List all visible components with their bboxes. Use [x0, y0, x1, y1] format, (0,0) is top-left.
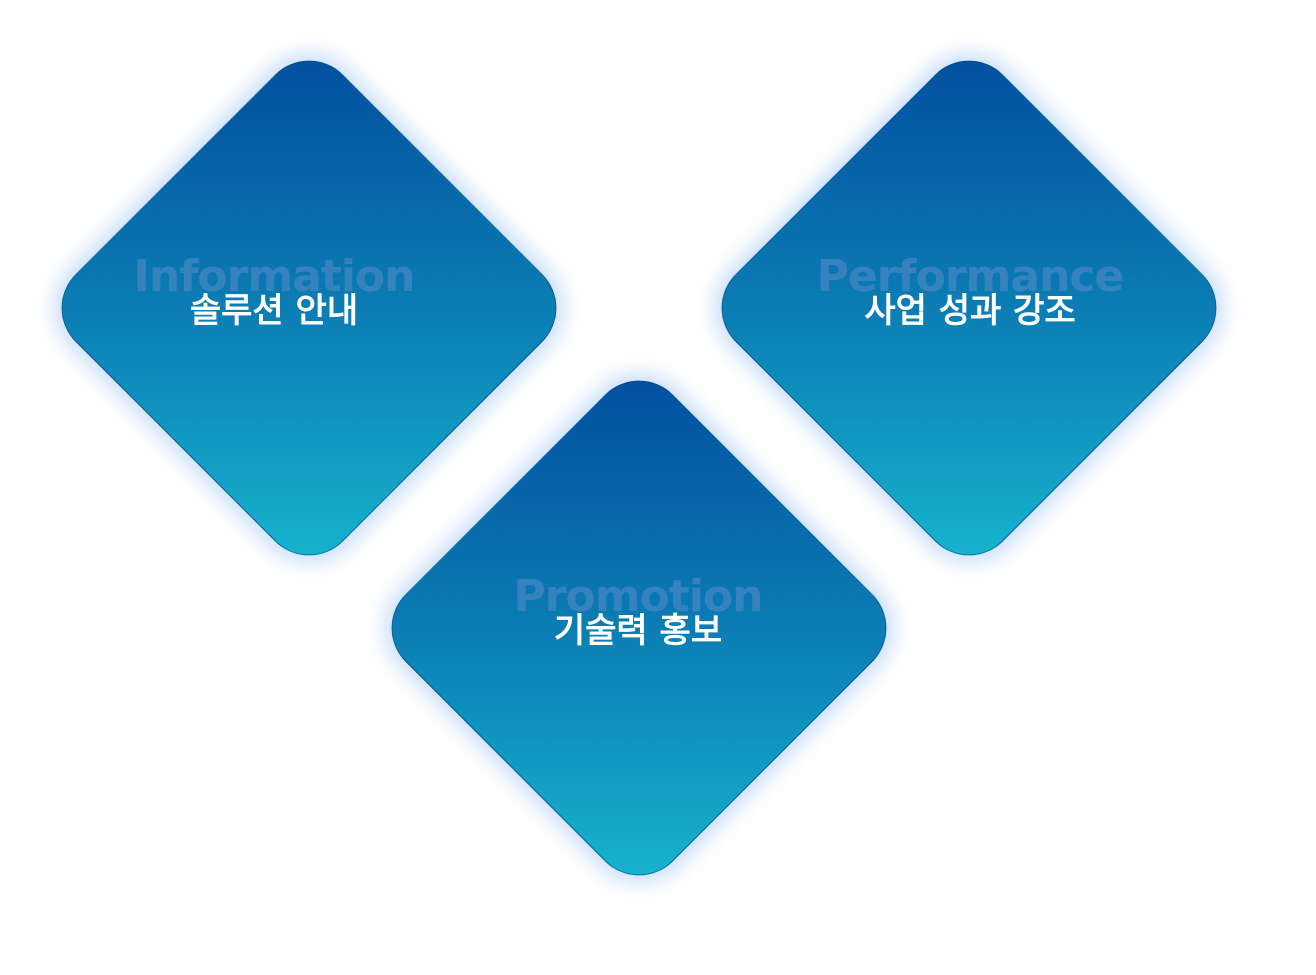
performance-card[interactable]: Performance 사업 성과 강조	[701, 40, 1237, 576]
promotion-card[interactable]: Promotion 기술력 홍보	[371, 360, 907, 896]
card-title: 기술력 홍보	[553, 611, 723, 651]
card-title: 솔루션 안내	[189, 291, 359, 331]
solution-card[interactable]: Information 솔루션 안내	[41, 40, 577, 576]
card-background-word: Promotion	[513, 571, 764, 622]
card-background-word: Performance	[816, 251, 1125, 302]
card-background-word: Information	[133, 251, 416, 302]
card-title: 사업 성과 강조	[864, 291, 1076, 331]
